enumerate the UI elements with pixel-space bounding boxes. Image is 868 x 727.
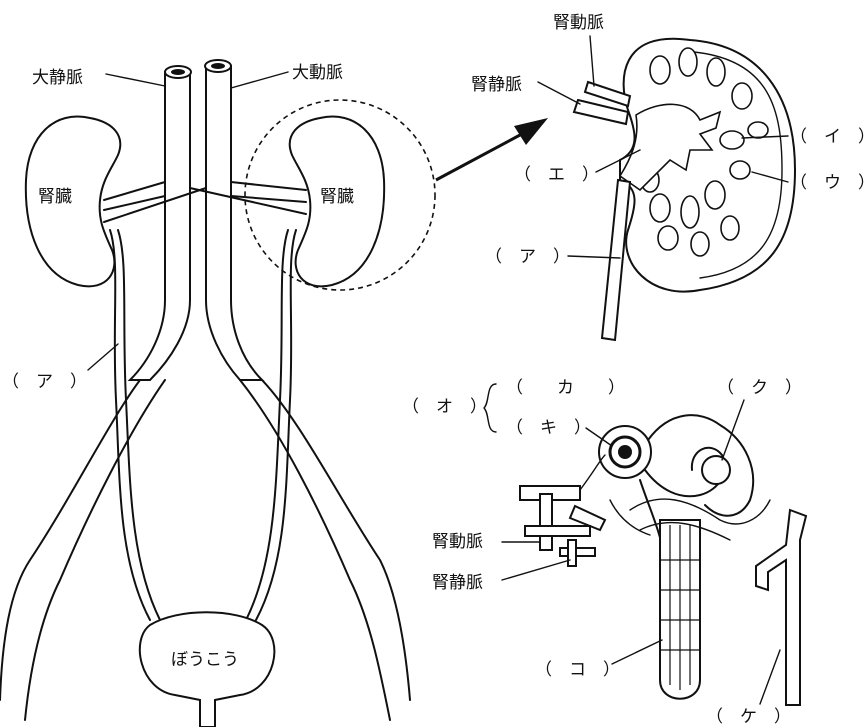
label-ki: （ キ ） [506, 418, 591, 438]
bladder-label: ぼうこう [171, 650, 239, 670]
section-vein-label: 腎静脈 [471, 75, 522, 95]
right-ureter-inner [246, 230, 288, 620]
vena-cava-label: 大静脈 [32, 68, 83, 88]
vena-cava [130, 66, 191, 380]
label-ka: （ カ ） [506, 378, 625, 398]
label-o: （ オ ） [402, 397, 487, 417]
nephron-artery-label: 腎動脈 [432, 532, 483, 552]
label-e: （ エ ） [514, 165, 599, 185]
section-artery-label: 腎動脈 [553, 13, 604, 33]
label-ku: （ ク ） [717, 378, 802, 398]
left-ureter-inner [118, 230, 160, 620]
nephron-vein-label: 腎静脈 [432, 573, 483, 593]
aorta [205, 60, 262, 380]
label-u: （ ウ ） [790, 173, 868, 193]
kidney-section: 腎動脈 腎静脈 （ エ ） （ イ ） （ ウ ） （ ア ） [471, 13, 868, 340]
right-ureter [256, 230, 296, 620]
aorta-label: 大動脈 [292, 63, 343, 83]
left-ureter [110, 230, 150, 620]
urinary-system: ぼうこう 大静脈 大動脈 腎臓 腎臓 （ ア ） [0, 60, 548, 727]
label-i: （ イ ） [790, 127, 868, 147]
ureter-a-left-label: （ ア ） [2, 372, 87, 392]
zoom-arrow [436, 135, 520, 180]
collecting-duct [756, 510, 806, 705]
section-ureter [602, 180, 630, 340]
nephron: （ オ ） （ カ ） （ キ ） （ ク ） 腎動脈 腎静脈 （ コ ） （ … [402, 378, 806, 727]
label-ko: （ コ ） [535, 660, 620, 680]
right-kidney-label: 腎臓 [320, 187, 354, 207]
label-ke: （ ケ ） [706, 707, 791, 727]
distal-tubule-circle [702, 456, 730, 484]
left-kidney-label: 腎臓 [38, 187, 72, 207]
label-a-right: （ ア ） [485, 247, 570, 267]
